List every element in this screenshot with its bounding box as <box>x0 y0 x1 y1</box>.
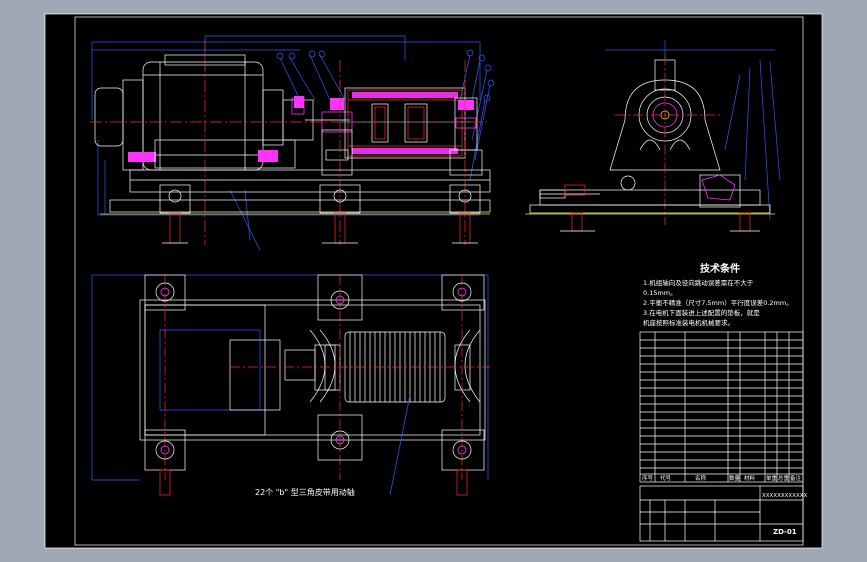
mount-bottom-mid <box>317 414 363 461</box>
motor-end-cap <box>94 87 124 147</box>
motor-foot-left <box>128 152 156 162</box>
outer-border <box>44 13 823 549</box>
plan-mounts <box>144 274 485 496</box>
coupling <box>282 96 353 141</box>
bom-col-no: 序号 <box>642 474 654 482</box>
bom-col-unit-wt: 单重 <box>766 474 778 482</box>
drawing-number: ZD-01 <box>773 528 797 536</box>
tech-note-2: 0.15mm。 <box>643 289 677 297</box>
mount-bottom-right <box>441 429 485 496</box>
bom-col-total-wt: 总重 <box>778 474 790 482</box>
plan-frame <box>139 299 486 441</box>
inner-frame <box>74 16 804 546</box>
mount-top-right <box>441 274 485 311</box>
front-dimension-lines <box>91 35 481 216</box>
bom-col-remark: 备注 <box>790 474 802 482</box>
coupling-hub-right <box>330 98 344 110</box>
side-base <box>525 174 775 232</box>
title-block-org: XXXXXXXXXXXX <box>762 493 807 499</box>
plan-annotation: 22个 "b" 型三角皮带用动轴 <box>255 487 355 497</box>
bom-header-row: 序号 代号 名称 数量 材料 单重 总重 备注 <box>642 474 802 482</box>
bom-col-qty: 数量 <box>729 474 741 482</box>
mounting-feet-front <box>159 184 481 244</box>
tech-note-1: 1.机组轴向及径向跳动误差需在不大于 <box>643 278 754 287</box>
drawing-sheet <box>45 14 822 548</box>
plan-drum <box>164 275 490 480</box>
mount-top-mid <box>317 274 363 321</box>
bom-table <box>639 331 804 483</box>
foot-2 <box>319 184 361 244</box>
tech-note-5: 机座按照标准装电机机械要求。 <box>643 318 734 327</box>
bom-col-code: 代号 <box>660 474 672 482</box>
side-elevation-view <box>525 40 781 232</box>
bearing-pedestal <box>609 55 721 225</box>
coupling-hub-left <box>294 96 304 108</box>
foot-3 <box>449 184 481 244</box>
bearing-right <box>449 97 483 176</box>
mount-top-left <box>144 274 186 311</box>
foot-1 <box>159 184 191 244</box>
tech-note-3: 2.平衡不精准（尺寸7.5mm）平行度误差0.2mm。 <box>643 298 793 307</box>
motor-terminal-box <box>258 150 278 162</box>
tech-title: 技术条件 <box>700 262 740 275</box>
bom-col-material: 材料 <box>744 474 756 482</box>
front-elevation-view <box>90 35 495 251</box>
title-block <box>639 485 804 542</box>
mount-bottom-left <box>144 429 186 496</box>
bom-col-name: 名称 <box>695 474 707 482</box>
base-frame <box>100 169 491 215</box>
motor <box>94 54 296 171</box>
plan-view <box>91 274 490 496</box>
front-balloons <box>276 49 495 102</box>
tech-note-4: 3.在电机下面装进上述配置的垫板，就是 <box>643 308 760 317</box>
drum-cylinder <box>342 87 470 159</box>
bearing-left <box>321 129 353 176</box>
